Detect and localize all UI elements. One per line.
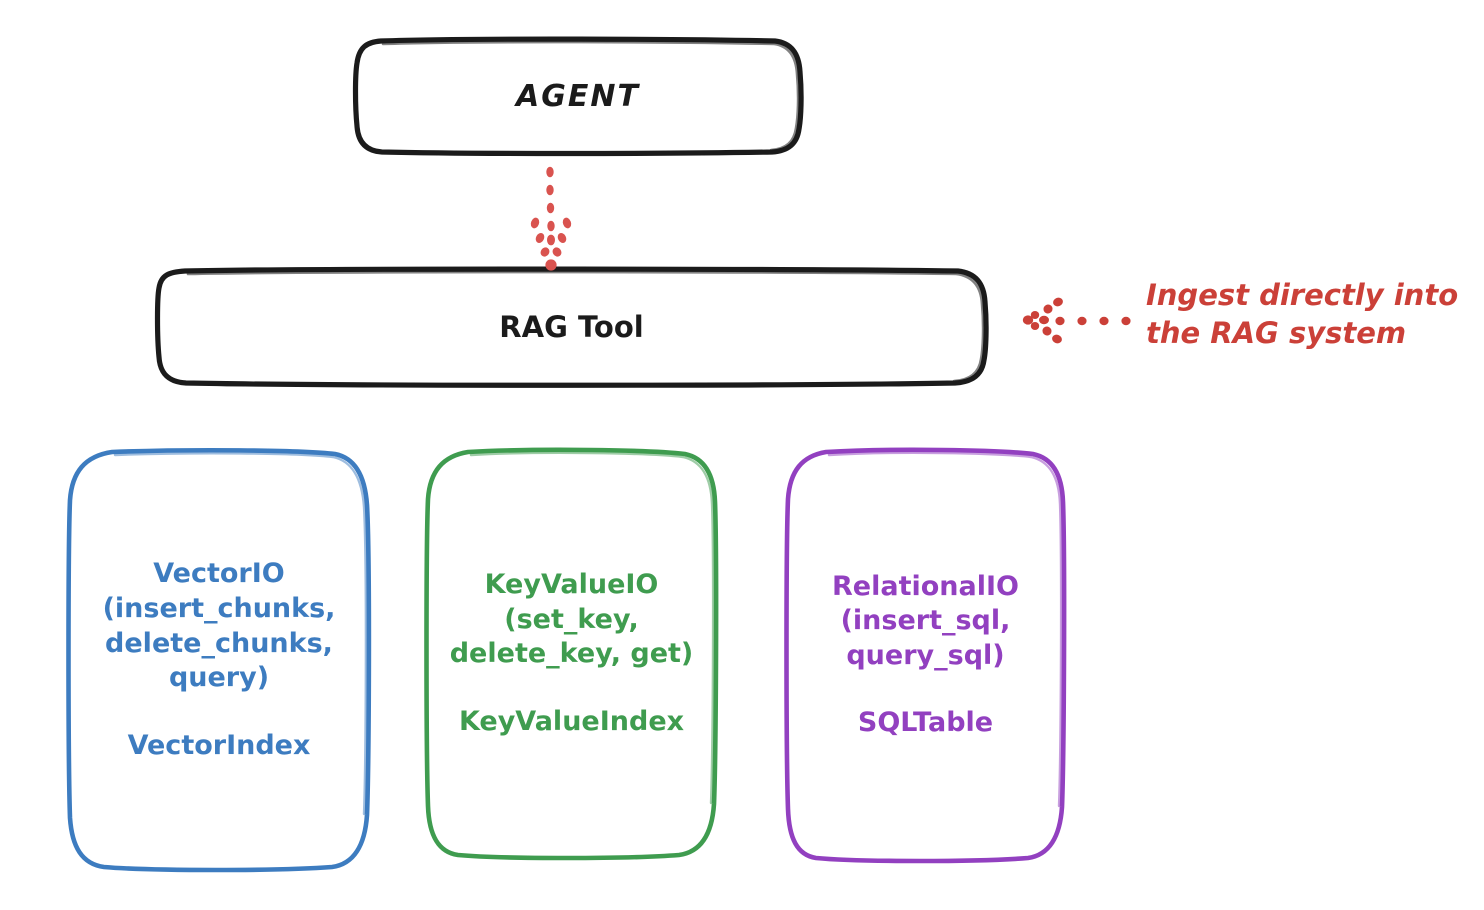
key-value-io-index-label: KeyValueIndex [458, 705, 685, 737]
agent-node[interactable]: AGENT [356, 40, 800, 153]
connector-agent-to-rag-tool [530, 166, 572, 271]
key-value-io-node[interactable]: KeyValueIO (set_key, delete_key, get) Ke… [428, 450, 715, 855]
relational-io-api-label: RelationalIO (insert_sql, query_sql) [832, 570, 1019, 671]
agent-node-label: AGENT [516, 79, 640, 114]
relational-io-node[interactable]: RelationalIO (insert_sql, query_sql) SQL… [788, 450, 1063, 858]
rag-tool-node[interactable]: RAG Tool [158, 270, 985, 384]
vector-io-index-label: VectorIndex [127, 729, 311, 761]
key-value-io-api-label: KeyValueIO (set_key, delete_key, get) [449, 569, 694, 670]
relational-io-index-label: SQLTable [857, 707, 994, 739]
ingest-annotation-text: Ingest directly into the RAG system [1146, 278, 1459, 350]
vector-io-api-label: VectorIO (insert_chunks, delete_chunks, … [102, 558, 336, 694]
connector-annotation-to-rag-tool [1022, 297, 1131, 344]
vector-io-node[interactable]: VectorIO (insert_chunks, delete_chunks, … [70, 450, 368, 868]
rag-tool-node-label: RAG Tool [499, 310, 644, 344]
